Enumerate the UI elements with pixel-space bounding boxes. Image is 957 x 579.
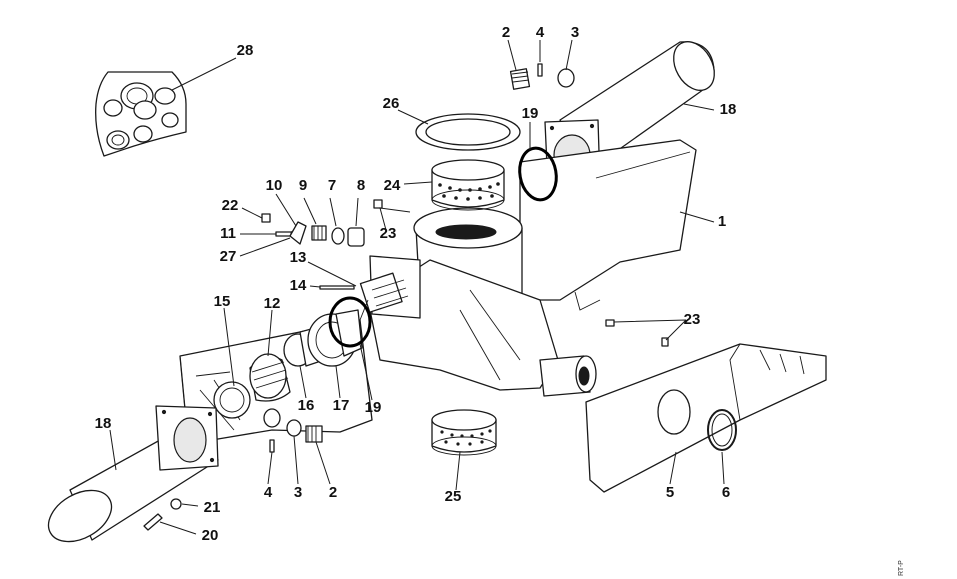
label-22: 22 bbox=[222, 197, 239, 214]
label-27: 27 bbox=[220, 248, 237, 265]
part-19-oring-top bbox=[518, 146, 558, 202]
label-8: 8 bbox=[357, 177, 365, 194]
label-16: 16 bbox=[298, 397, 315, 414]
label-20: 20 bbox=[202, 527, 219, 544]
part-24-bushing bbox=[431, 159, 505, 211]
leader-lines bbox=[109, 39, 725, 535]
label-18-left: 18 bbox=[95, 415, 112, 432]
label-10: 10 bbox=[266, 177, 283, 194]
part-25-bushing bbox=[431, 409, 497, 456]
label-15: 15 bbox=[214, 293, 231, 310]
label-4-bottom: 4 bbox=[264, 484, 273, 501]
label-1: 1 bbox=[718, 213, 726, 230]
label-24: 24 bbox=[384, 177, 401, 194]
label-12: 12 bbox=[264, 295, 281, 312]
label-19-left: 19 bbox=[365, 399, 382, 416]
label-4-top: 4 bbox=[536, 24, 545, 41]
part-labels: 28 26 2 4 3 19 18 1 24 10 9 7 8 22 23 11… bbox=[95, 24, 737, 544]
label-21: 21 bbox=[204, 499, 221, 516]
part-5-axle-beam bbox=[585, 343, 827, 493]
part-1-axle-housing bbox=[359, 139, 697, 397]
part-18-axle-tube-left bbox=[47, 405, 219, 543]
label-17: 17 bbox=[333, 397, 350, 414]
label-25: 25 bbox=[445, 488, 462, 505]
part-6-circlip bbox=[707, 409, 737, 451]
label-7: 7 bbox=[328, 177, 336, 194]
part-26-ring bbox=[415, 113, 521, 151]
label-5: 5 bbox=[666, 484, 674, 501]
small-hardware bbox=[143, 63, 669, 531]
part-19-oring-left bbox=[328, 296, 372, 348]
label-23-right: 23 bbox=[684, 311, 701, 328]
label-2-top: 2 bbox=[502, 24, 510, 41]
label-2-bottom: 2 bbox=[329, 484, 337, 501]
label-28: 28 bbox=[237, 42, 254, 59]
label-14: 14 bbox=[290, 277, 307, 294]
label-18-top: 18 bbox=[720, 101, 737, 118]
label-19-top: 19 bbox=[522, 105, 539, 122]
side-code: RT-P bbox=[898, 560, 905, 576]
part-28-seal-kit bbox=[95, 71, 187, 157]
label-11: 11 bbox=[220, 225, 236, 242]
label-3-top: 3 bbox=[571, 24, 579, 41]
label-6: 6 bbox=[722, 484, 730, 501]
label-23-top: 23 bbox=[380, 225, 397, 242]
label-3-bottom: 3 bbox=[294, 484, 302, 501]
label-9: 9 bbox=[299, 177, 307, 194]
label-26: 26 bbox=[383, 95, 400, 112]
label-13: 13 bbox=[290, 249, 307, 266]
